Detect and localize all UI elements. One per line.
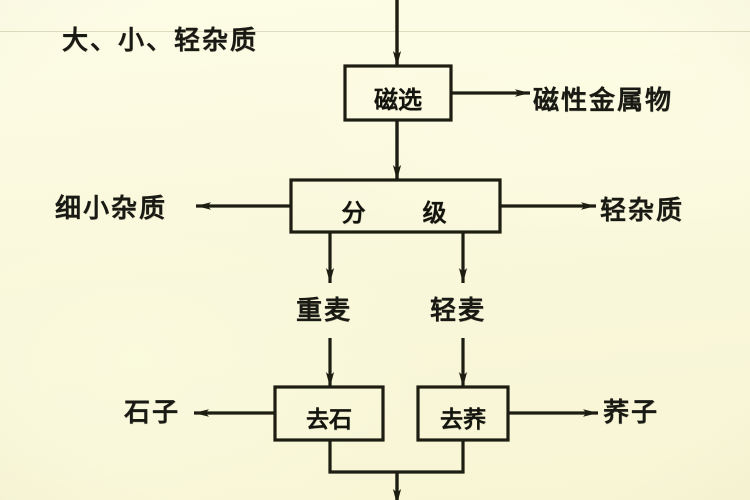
label-light-wheat: 轻麦: [430, 296, 487, 326]
paper-crease-line: [0, 31, 750, 32]
node-label-classification: 分 级: [341, 199, 450, 227]
label-coarse-fine-light-impurities: 大、小、轻杂质: [62, 26, 259, 56]
label-buckwheat-seeds: 荞子: [603, 398, 660, 428]
flow-merge-bottom-boxes: [328, 440, 465, 474]
node-label-buckwheat-remover: 去荞: [440, 407, 486, 433]
label-light-impurities: 轻杂质: [600, 196, 685, 226]
label-stones: 石子: [124, 398, 181, 428]
node-label-magnetic-separation: 磁选: [374, 86, 422, 114]
node-label-destoner: 去石: [306, 407, 352, 433]
label-fine-impurities: 细小杂质: [55, 194, 168, 224]
label-magnetic-metal: 磁性金属物: [533, 86, 674, 116]
label-heavy-wheat: 重麦: [296, 296, 353, 326]
